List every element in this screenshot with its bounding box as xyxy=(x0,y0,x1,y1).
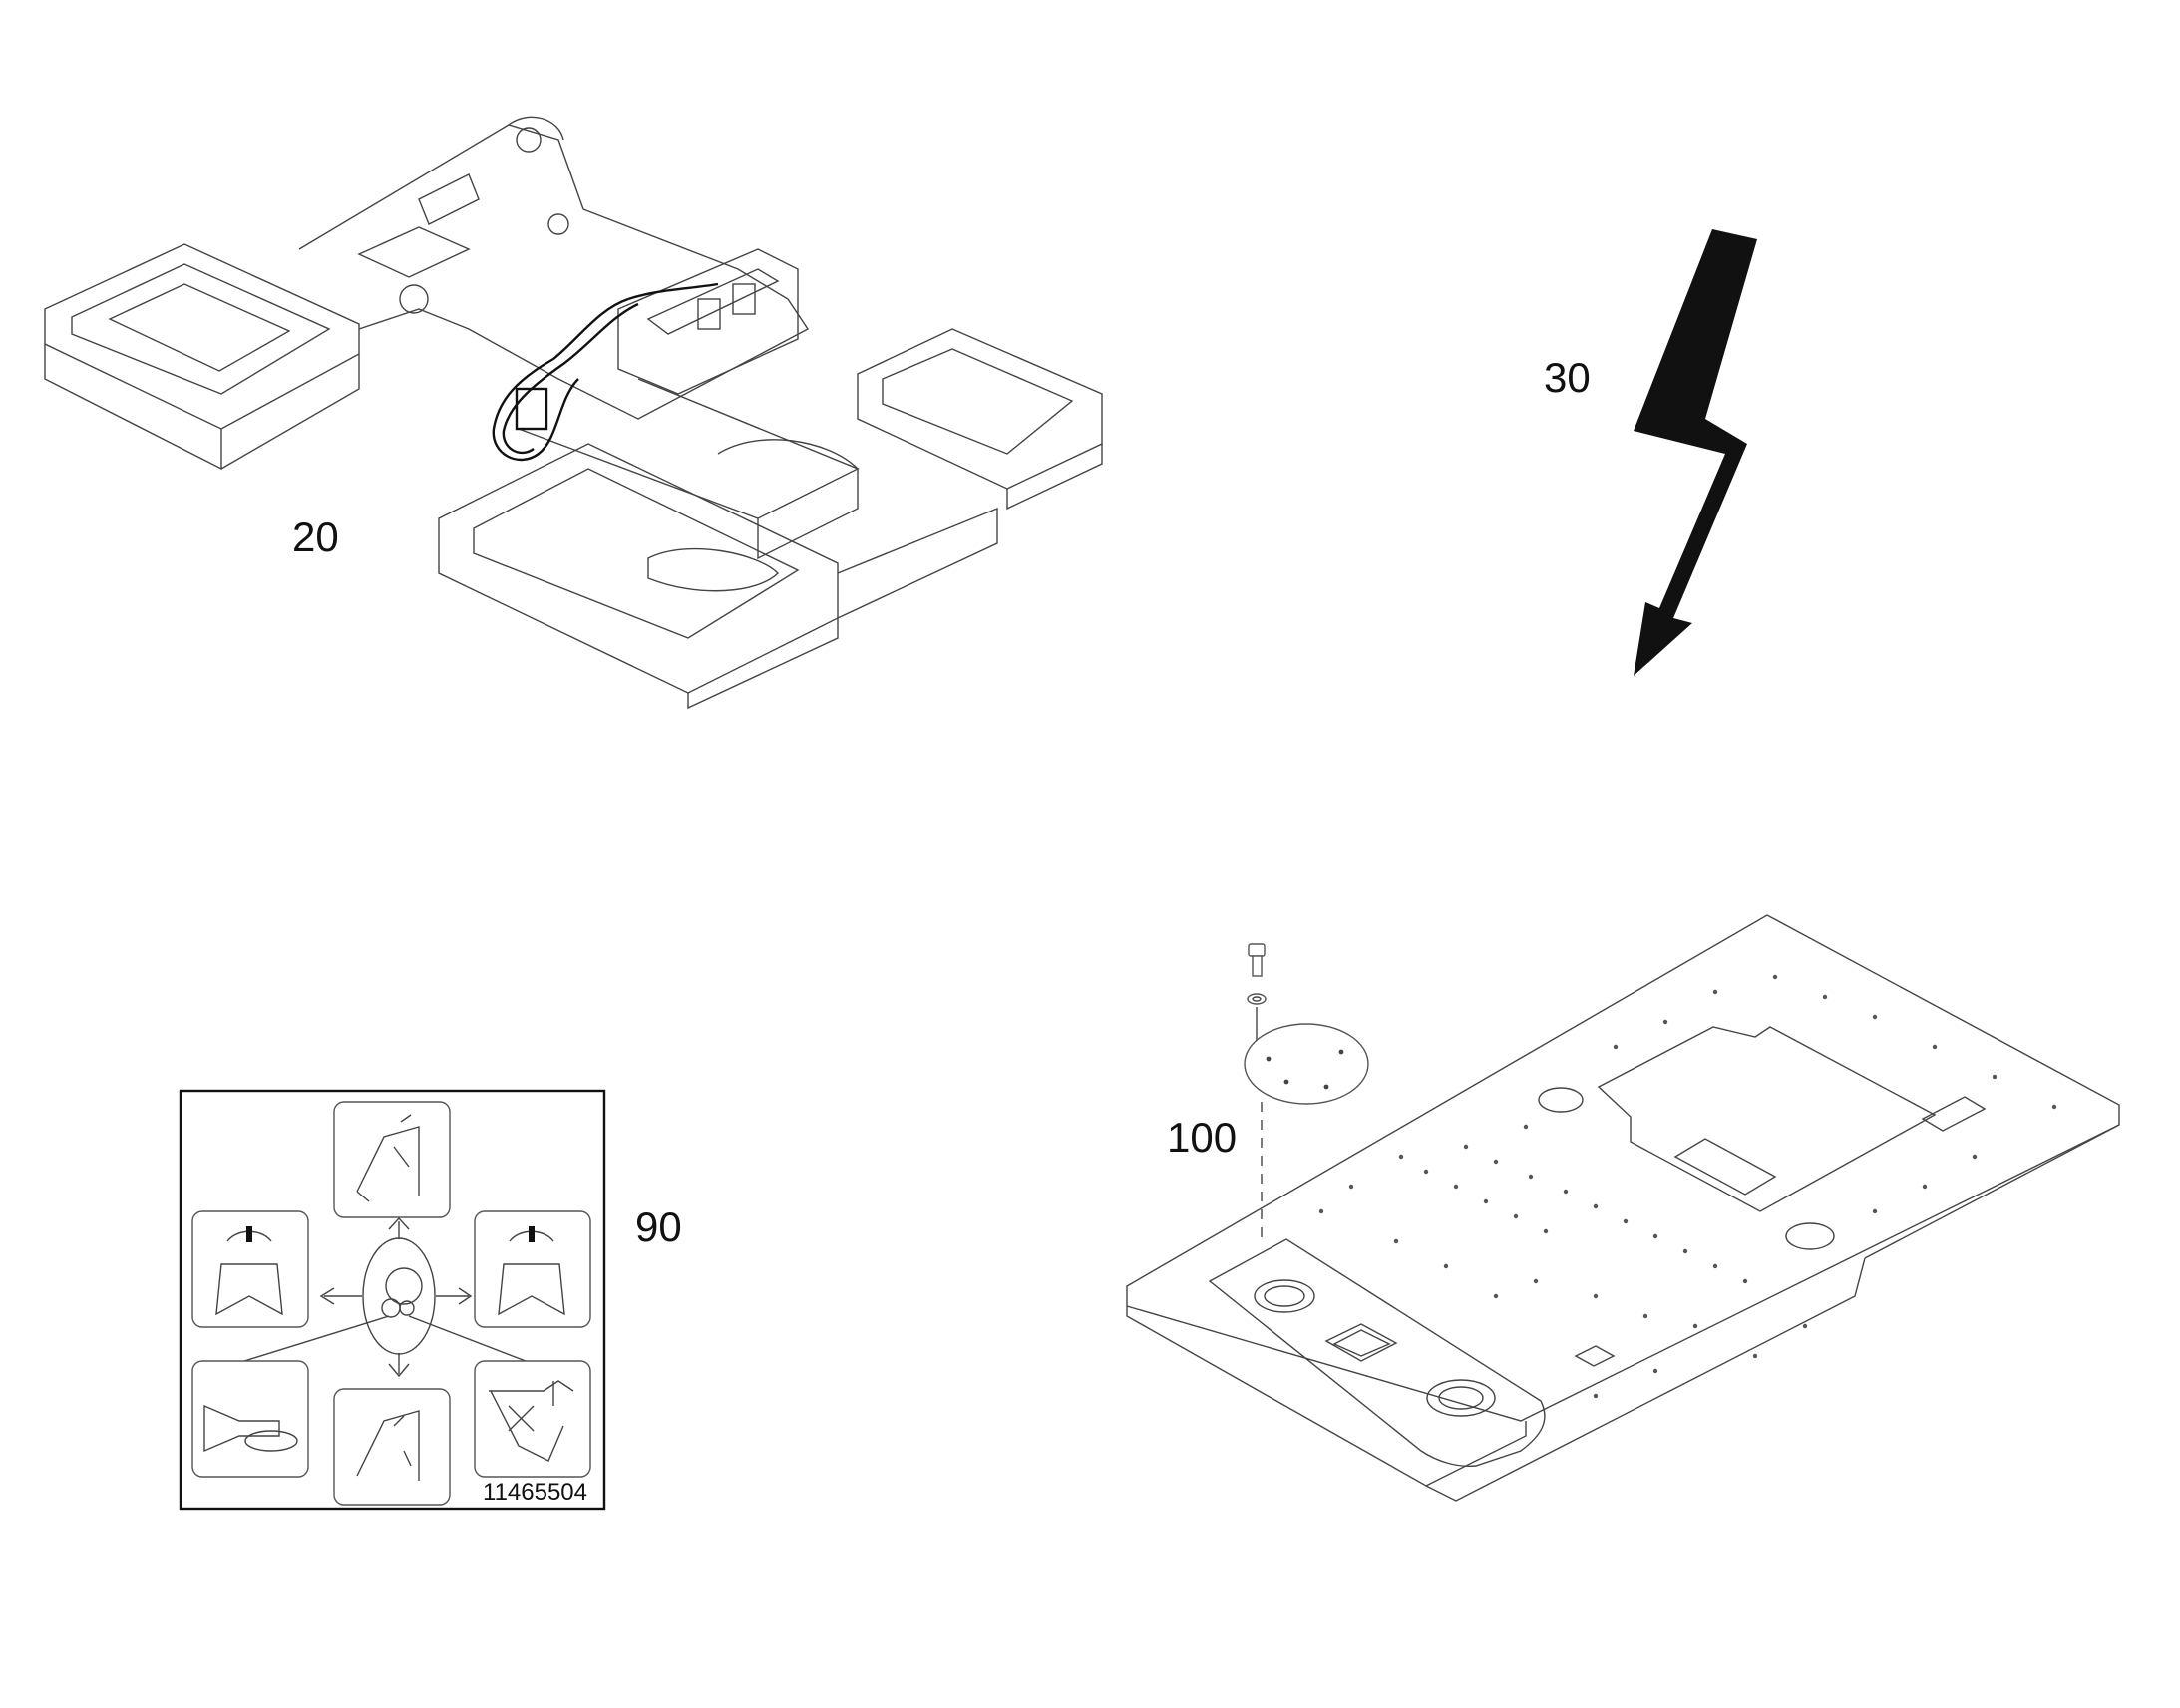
attachment-symbol-box xyxy=(474,1360,591,1478)
floor-plate-drawing xyxy=(1126,914,2120,1502)
boom-lower-symbol-box xyxy=(333,1388,451,1506)
callout-100: 100 xyxy=(1167,1114,1238,1161)
lightning-bolt-icon xyxy=(1634,229,1757,676)
boom-raise-symbol-box xyxy=(333,1101,451,1218)
callout-20: 20 xyxy=(292,513,339,560)
frame-with-harness-drawing xyxy=(44,116,1103,710)
control-pattern-decal xyxy=(179,1089,606,1511)
swing-right-symbol-box xyxy=(474,1210,591,1328)
callout-90: 90 xyxy=(635,1203,682,1250)
callout-30: 30 xyxy=(1544,354,1591,401)
horn-symbol-box xyxy=(191,1360,309,1478)
swing-left-symbol-box xyxy=(191,1210,309,1328)
decal-part-number: 11465504 xyxy=(483,1479,587,1506)
